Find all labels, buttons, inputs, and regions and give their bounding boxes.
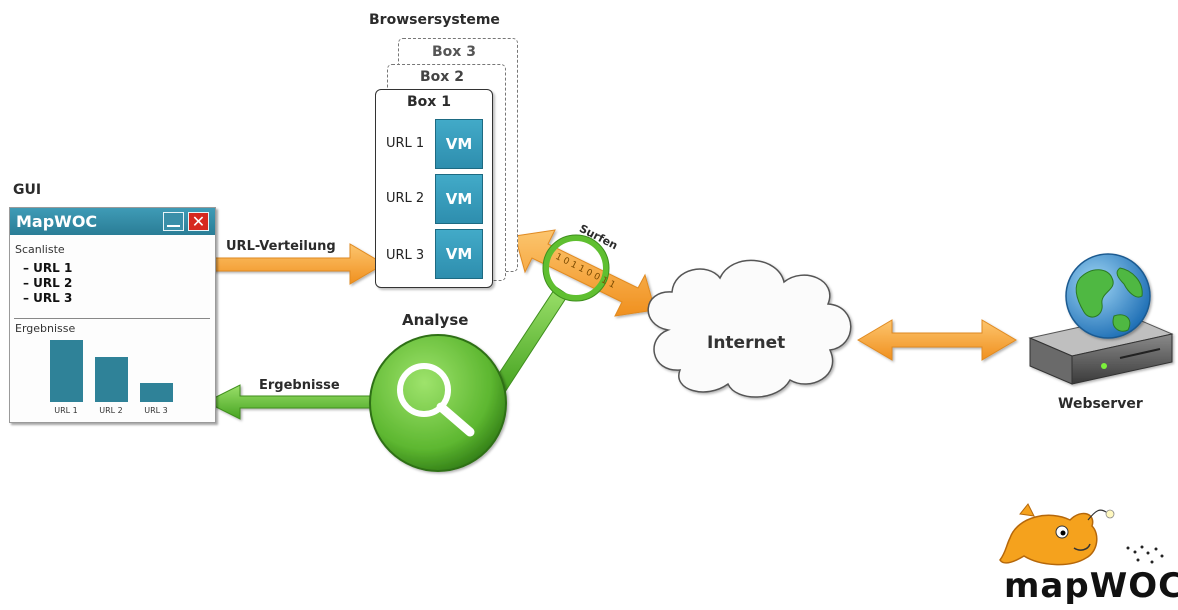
scanlist-label: Scanliste (15, 243, 65, 256)
url-distribution-arrow (204, 243, 385, 285)
packet-inspection-ring (542, 234, 610, 302)
gui-divider (14, 318, 210, 319)
close-icon: ✕ (191, 212, 206, 231)
results-arrow-label: Ergebnisse (259, 378, 340, 393)
gui-heading: GUI (13, 182, 42, 198)
globe-icon (1065, 253, 1151, 339)
box1-url-1: URL 1 (386, 136, 425, 151)
vm-1-label: VM (445, 135, 473, 153)
close-button[interactable]: ✕ (188, 212, 209, 231)
mapwoc-logo-text: mapWOC (1004, 566, 1178, 606)
gui-titlebar: MapWOC ✕ (10, 208, 215, 235)
results-bar-label: URL 3 (144, 406, 168, 415)
vm-2: VM (435, 174, 483, 224)
minimize-button[interactable] (163, 212, 184, 231)
internet-label: Internet (707, 333, 786, 353)
vm-1: VM (435, 119, 483, 169)
vm-2-label: VM (445, 190, 473, 208)
vm-3: VM (435, 229, 483, 279)
results-bar (50, 340, 83, 402)
results-chart: URL 1 URL 2 URL 3 (10, 338, 215, 420)
analysis-label: Analyse (402, 311, 469, 329)
webserver-label: Webserver (1058, 396, 1143, 412)
vm-3-label: VM (445, 245, 473, 263)
analysis-magnifier (369, 334, 507, 472)
gui-window: MapWOC ✕ Scanliste – URL 1 – URL 2 – URL… (9, 207, 216, 423)
box1-frame: Box 1 URL 1 VM URL 2 VM URL 3 VM (375, 89, 493, 288)
box2-label: Box 2 (420, 69, 464, 85)
box1-url-2: URL 2 (386, 191, 425, 206)
box1-url-3: URL 3 (386, 248, 425, 263)
results-bar (95, 357, 128, 402)
box3-label: Box 3 (432, 44, 476, 60)
results-bar-label: URL 2 (99, 406, 123, 415)
scanlist-item-1[interactable]: – URL 1 (23, 261, 73, 275)
scanlist-item-3[interactable]: – URL 3 (23, 291, 73, 305)
box1-label: Box 1 (407, 94, 451, 110)
results-arrow (204, 384, 371, 420)
analysis-connector (491, 286, 569, 393)
scanlist-item-2[interactable]: – URL 2 (23, 276, 73, 290)
browser-systems-title: Browsersysteme (369, 12, 500, 28)
results-bar (140, 383, 173, 402)
results-label: Ergebnisse (15, 322, 76, 335)
results-bar-label: URL 1 (54, 406, 78, 415)
webserver-arrow (857, 319, 1017, 361)
mapwoc-fish-icon (999, 503, 1164, 566)
url-distribution-label: URL-Verteilung (226, 239, 336, 254)
internet-cloud (647, 259, 852, 398)
gui-window-title: MapWOC (16, 212, 98, 231)
